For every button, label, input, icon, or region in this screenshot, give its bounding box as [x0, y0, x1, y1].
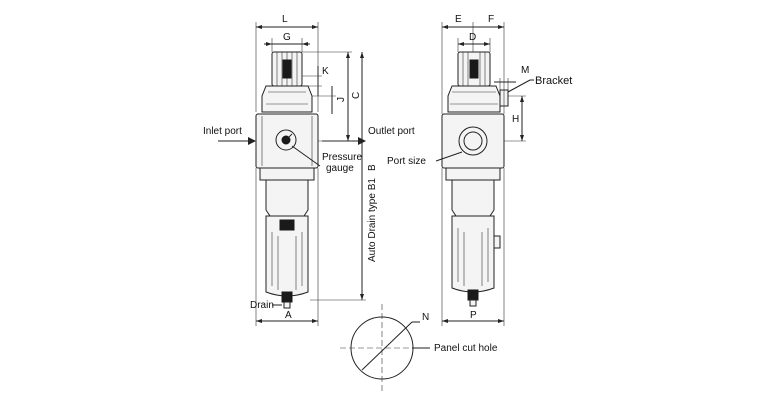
front-drain-valve	[281, 291, 293, 303]
dim-label-D: D	[469, 32, 476, 43]
dim-label-A: A	[285, 310, 292, 321]
pressure-gauge-label-2: gauge	[326, 163, 354, 174]
bracket-label: Bracket	[535, 75, 572, 87]
panel-cut-hole-diagram	[340, 304, 430, 392]
dimension-N-line	[361, 321, 413, 371]
dim-label-H: H	[512, 114, 519, 125]
side-view-unit	[435, 22, 534, 326]
side-bowl-guard	[451, 179, 495, 217]
bracket-leader	[507, 79, 531, 93]
front-bowl-lock	[279, 219, 295, 231]
side-bonnet	[447, 85, 501, 113]
drain-label: Drain	[250, 300, 274, 311]
dim-label-M: M	[521, 65, 529, 76]
auto-drain-label: Auto Drain type B1	[367, 178, 378, 262]
port-size-label: Port size	[387, 156, 426, 167]
dim-label-C: C	[351, 92, 362, 99]
side-collar	[445, 167, 501, 181]
pressure-gauge-label-1: Pressure	[322, 152, 362, 163]
dim-label-J: J	[336, 97, 347, 102]
dim-label-P: P	[470, 310, 477, 321]
dim-label-F: F	[488, 14, 494, 25]
front-bonnet	[261, 85, 313, 113]
dim-label-N: N	[422, 312, 429, 323]
panel-cut-hole-label: Panel cut hole	[434, 343, 498, 354]
dim-label-B: B	[367, 164, 378, 171]
front-collar	[259, 167, 315, 181]
side-drain-valve	[467, 289, 479, 301]
side-knob-stem	[469, 59, 479, 79]
port-size-leader	[435, 151, 463, 162]
dim-label-E: E	[455, 14, 462, 25]
outlet-port-label: Outlet port	[368, 126, 415, 137]
front-bowl-guard	[265, 179, 309, 217]
inlet-port-label: Inlet port	[203, 126, 242, 137]
front-view-unit	[218, 22, 366, 326]
pressure-gauge-leader	[291, 145, 321, 167]
dim-label-L: L	[282, 14, 288, 25]
dim-label-G: G	[283, 32, 291, 43]
dim-label-K: K	[322, 66, 329, 77]
front-knob-stem	[282, 59, 292, 79]
